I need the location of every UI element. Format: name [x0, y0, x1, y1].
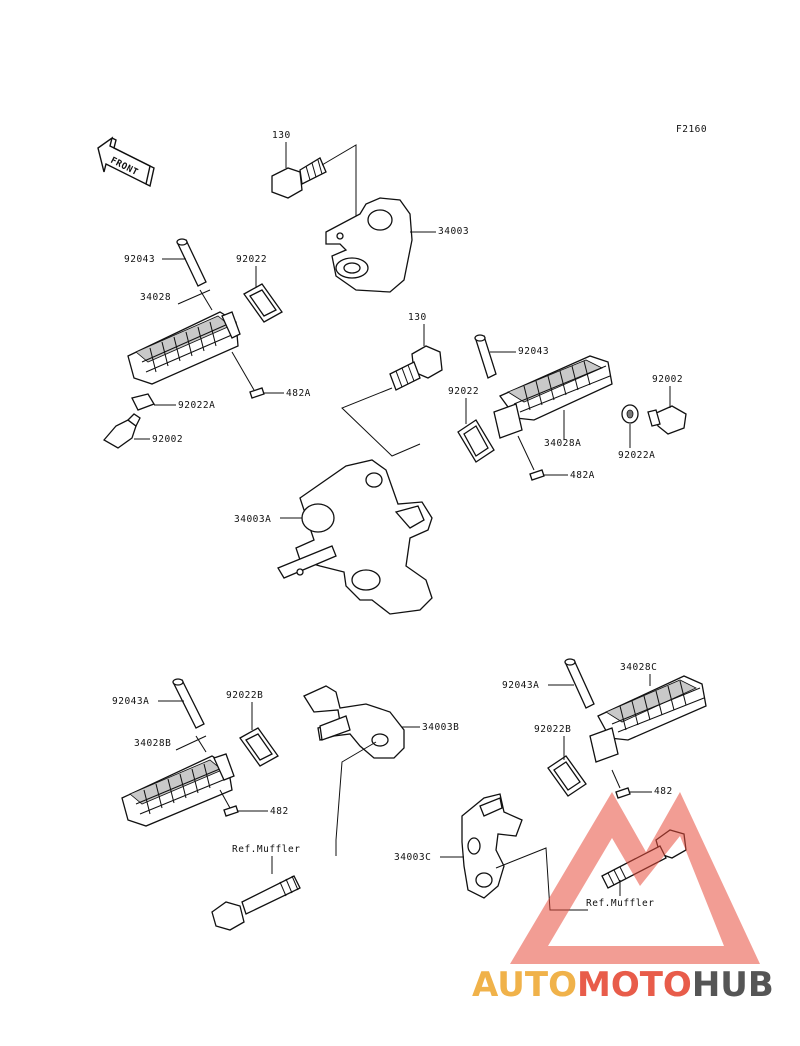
pin-92043A-bottom-left: [172, 678, 205, 729]
label-92022-left: 92022: [236, 254, 267, 265]
figure-code: F2160: [676, 124, 707, 135]
washer-92022-left: [243, 283, 283, 323]
label-92022A-right: 92022A: [618, 450, 655, 461]
label-482-bottom-left: 482: [270, 806, 289, 817]
watermark-text: AUTOMOTOHUB: [472, 965, 774, 1005]
washer-92022A-left: [131, 393, 155, 411]
label-482A-right: 482A: [570, 470, 595, 481]
label-130-top: 130: [272, 130, 291, 141]
label-92043-right: 92043: [518, 346, 549, 357]
bolt-130-center: [389, 345, 443, 391]
footpeg-34028B: [121, 753, 235, 827]
stopper-92002-right: [647, 405, 687, 435]
washer-92022-right: [457, 419, 495, 463]
cotter-482A-left: [249, 387, 265, 399]
label-34003A: 34003A: [234, 514, 271, 525]
bracket-34003A: [277, 459, 433, 615]
label-92002-left: 92002: [152, 434, 183, 445]
bolt-130-top: [271, 157, 327, 199]
label-34028B: 34028B: [134, 738, 171, 749]
label-34028: 34028: [140, 292, 171, 303]
label-34003C: 34003C: [394, 852, 431, 863]
bolt-ref-muffler-left: [211, 875, 301, 931]
label-ref-muffler-left: Ref.Muffler: [232, 844, 300, 855]
bracket-34003C: [461, 793, 523, 899]
footpeg-34028A: [493, 355, 613, 439]
watermark-logo: [510, 792, 760, 964]
label-92043-left: 92043: [124, 254, 155, 265]
label-34003B: 34003B: [422, 722, 459, 733]
washer-92022B-bottom-left: [239, 727, 279, 767]
label-92002-right: 92002: [652, 374, 683, 385]
label-92022A-left: 92022A: [178, 400, 215, 411]
label-482-bottom-right: 482: [654, 786, 673, 797]
label-34028A: 34028A: [544, 438, 581, 449]
label-482A-left: 482A: [286, 388, 311, 399]
cotter-482-bottom-right: [615, 787, 631, 799]
footpeg-34028: [127, 311, 241, 385]
bracket-34003B: [303, 685, 405, 759]
label-ref-muffler-right: Ref.Muffler: [586, 898, 654, 909]
pin-92043-right: [474, 334, 497, 379]
label-92043A-bottom-right: 92043A: [502, 680, 539, 691]
pin-92043A-bottom-right: [564, 658, 595, 709]
footpeg-34028C: [589, 675, 707, 763]
label-34028C: 34028C: [620, 662, 657, 673]
label-92022-right: 92022: [448, 386, 479, 397]
front-arrow-icon: FRONT: [97, 136, 155, 188]
label-92022B-bottom-right: 92022B: [534, 724, 571, 735]
cotter-482A-right: [529, 469, 545, 481]
pin-92043-left: [176, 238, 207, 287]
stopper-92002-left: [102, 413, 141, 449]
label-92022B-bottom-left: 92022B: [226, 690, 263, 701]
label-34003: 34003: [438, 226, 469, 237]
washer-92022B-bottom-right: [547, 755, 587, 797]
label-92043A-bottom-left: 92043A: [112, 696, 149, 707]
bracket-34003: [325, 197, 413, 293]
label-130-center: 130: [408, 312, 427, 323]
cotter-482-bottom-left: [223, 805, 239, 817]
washer-92022A-right: [621, 404, 639, 424]
